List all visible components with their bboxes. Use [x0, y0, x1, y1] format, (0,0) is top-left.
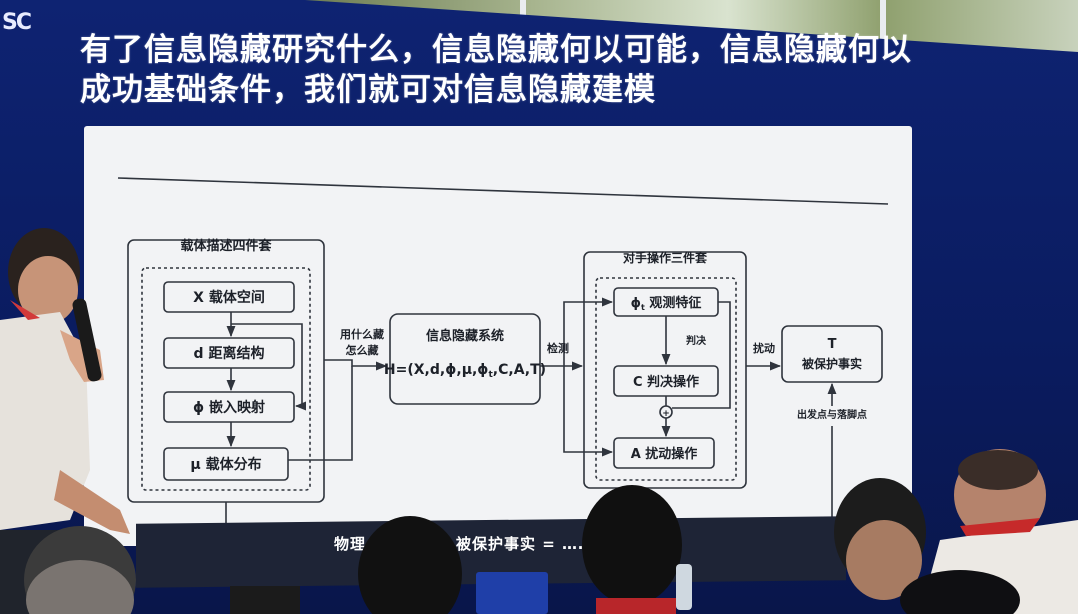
observe-feature-label: ϕt 观测特征 [631, 295, 702, 312]
judge-op-label: C 判决操作 [633, 374, 699, 390]
system-box [389, 313, 541, 405]
adversary-group-box [583, 251, 747, 489]
arrow-to-observe [563, 297, 614, 366]
carrier-item-space: X 载体空间 [193, 289, 265, 306]
window-frame [880, 0, 886, 52]
perturb-box [613, 437, 715, 469]
carrier-item-box [163, 391, 295, 423]
plus-symbol: + [662, 409, 670, 419]
slide-title-line-1: 有了信息隐藏研究什么，信息隐藏何以可能，信息隐藏何以 [80, 32, 912, 68]
arrow-to-system [324, 359, 388, 371]
system-title: 信息隐藏系统 [426, 328, 504, 344]
carrier-item-box [163, 281, 295, 313]
top-rule [117, 177, 889, 205]
edge-label-what: 用什么藏 [340, 327, 384, 341]
carrier-group-title: 载体描述四件套 [180, 238, 272, 254]
slide-title-line-2: 成功基础条件，我们就可对信息隐藏建模 [80, 72, 656, 108]
edge-label-judge: 判决 [686, 334, 707, 347]
hiding-model-diagram: 载体描述四件套 X 载体空间 d 距离结构 ϕ 嵌入映射 μ 载体分布 用什么藏… [117, 177, 889, 525]
fact-label: 被保护事实 [802, 356, 862, 371]
diagram-panel [84, 126, 912, 546]
adversary-group-title: 对手操作三件套 [623, 250, 708, 265]
fact-box [781, 325, 883, 383]
link-distribution [288, 366, 353, 461]
slide-title: 有了信息隐藏研究什么，信息隐藏何以可能，信息隐藏何以 成功基础条件，我们就可对信… [80, 30, 1040, 110]
edge-label-how: 怎么藏 [346, 343, 379, 357]
fact-note: 出发点与落脚点 [797, 408, 867, 421]
carrier-item-distance: d 距离结构 [194, 345, 265, 362]
perturb-op-label: A 扰动操作 [631, 446, 698, 462]
carrier-item-box [163, 337, 295, 369]
feedback-observe [672, 301, 731, 409]
fact-t-label: T [828, 337, 837, 352]
feedback-arrow [231, 323, 307, 411]
conference-logo: SC [2, 10, 32, 35]
carrier-item-distribution: μ 载体分布 [190, 456, 261, 473]
edge-label-perturb: 扰动 [753, 341, 775, 355]
carrier-inner-box [141, 267, 311, 491]
arrow-to-perturb [563, 366, 614, 457]
edge-label-detect: 检测 [547, 341, 569, 355]
carrier-item-embedding: ϕ 嵌入映射 [193, 399, 265, 416]
carrier-item-box [163, 447, 289, 481]
adversary-inner-box [595, 277, 737, 481]
audience-heads [24, 449, 1078, 614]
system-formula: H=(X,d,ϕ,μ,ϕt,C,A,T) [384, 362, 546, 380]
